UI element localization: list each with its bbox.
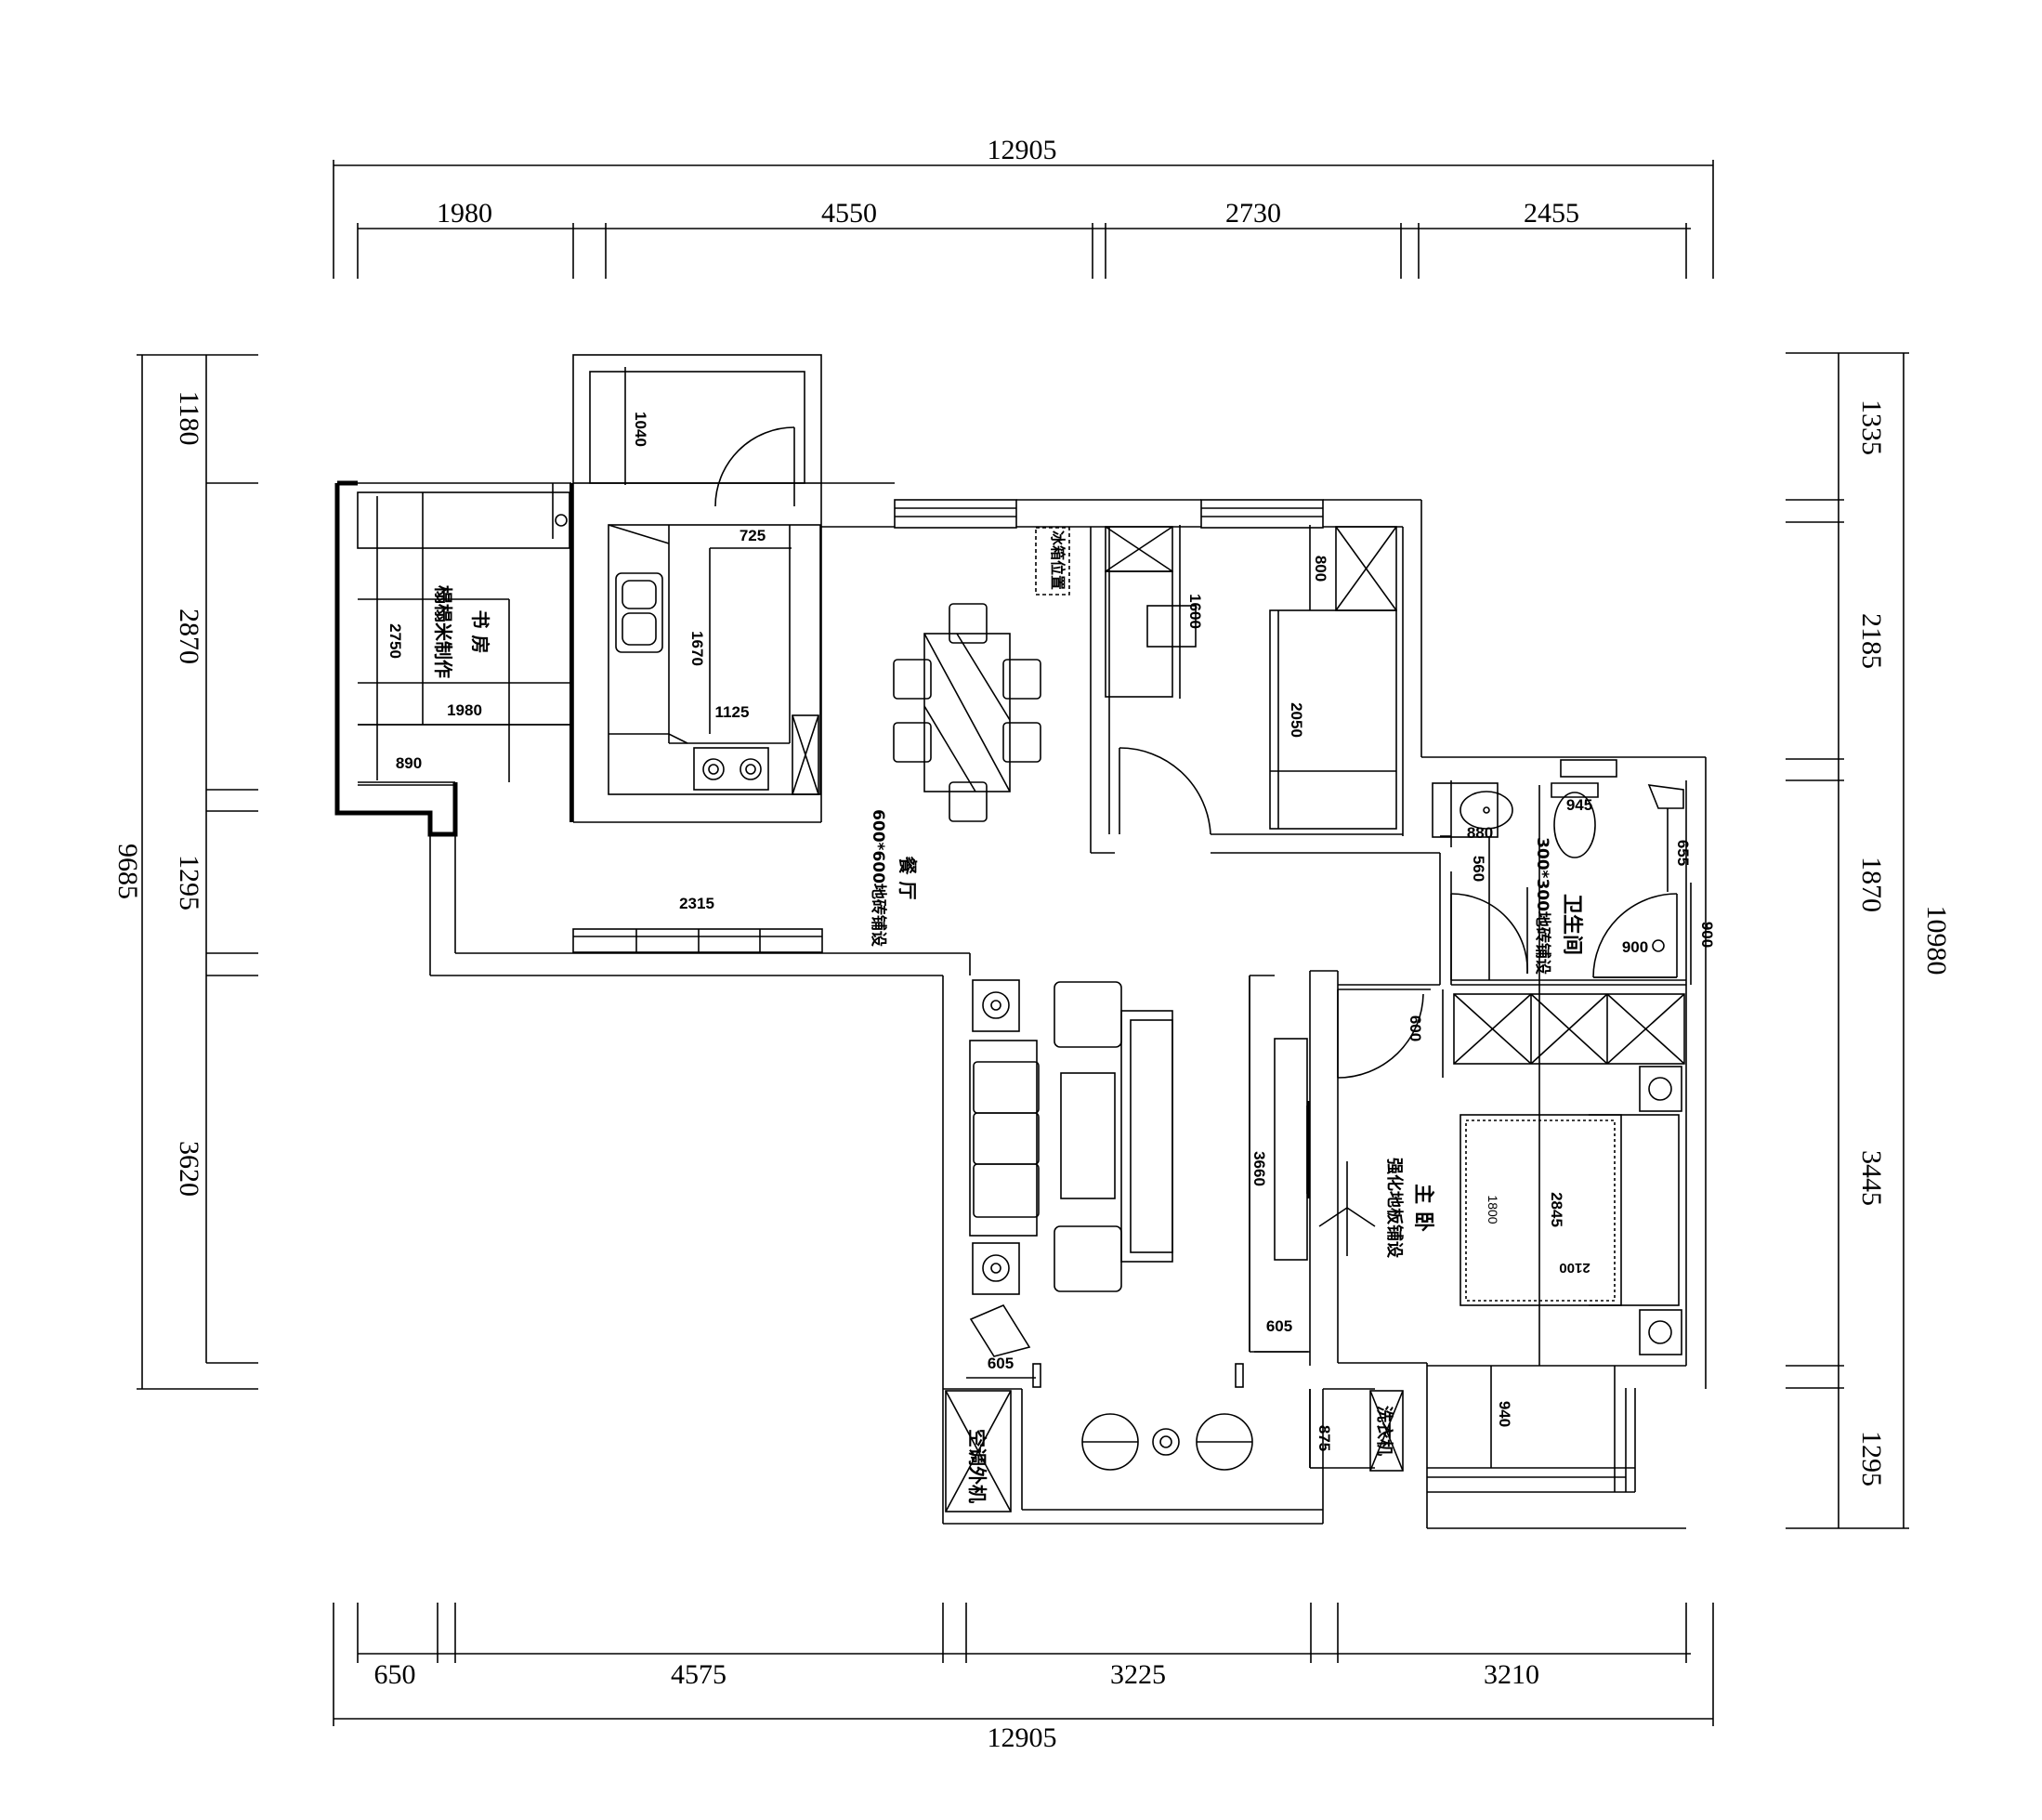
right-dim-5: 1295	[1856, 1431, 1887, 1486]
bathroom-floor: 300*300地砖铺设	[1533, 837, 1552, 975]
bath-dim-900-v: 900	[1698, 922, 1716, 948]
top-dimension-lines	[333, 160, 1714, 279]
bedroom2-furniture	[1105, 526, 1397, 835]
kitchen-layout	[608, 524, 821, 795]
study-name: 书 房	[469, 610, 491, 654]
bath-dim-945: 945	[1566, 796, 1592, 814]
bath-dim-560: 560	[1470, 856, 1487, 882]
bath-dim-880: 880	[1467, 824, 1493, 842]
living-dim-3660: 3660	[1250, 1151, 1268, 1186]
left-dim-2: 2870	[174, 609, 204, 664]
left-overall-dim: 9685	[112, 844, 143, 899]
left-dim-1: 1180	[174, 391, 204, 446]
study-dim-890: 890	[396, 754, 422, 772]
study-note: 榻榻米制作	[432, 585, 454, 678]
kitchen-dim-1670: 1670	[688, 631, 706, 666]
washer-label: 洗衣机	[1374, 1406, 1394, 1456]
bottom-dim-3: 3225	[1110, 1659, 1166, 1690]
fridge-label: 冰箱位置	[1049, 530, 1067, 590]
fridge	[1035, 527, 1070, 596]
internal-dimension-lines	[358, 367, 1692, 1468]
kitchen-dim-725: 725	[740, 527, 766, 544]
bottom-dim-1: 650	[374, 1659, 416, 1690]
living-dim-2315: 2315	[679, 895, 714, 912]
top-dim-2: 4550	[821, 198, 877, 229]
top-overall-dim: 12905	[988, 135, 1057, 165]
right-dim-2: 2185	[1856, 613, 1887, 669]
master-floor: 强化地板铺设	[1384, 1158, 1405, 1258]
master-dim-600: 600	[1407, 1015, 1424, 1041]
door-top-balcony	[714, 426, 795, 507]
balcony-top-dim: 1040	[632, 412, 649, 447]
dining-name: 餐 厅	[897, 857, 919, 900]
outer-dimension-labels: 12905 1980 4550 2730 2455 12905 650 4575…	[112, 135, 1952, 1753]
ac-label: 空调外机	[966, 1429, 988, 1503]
bottom-dim-4: 3210	[1484, 1659, 1539, 1690]
bottom-dim-2: 4575	[671, 1659, 726, 1690]
top-dim-1: 1980	[437, 198, 492, 229]
top-dim-4: 2455	[1524, 198, 1579, 229]
right-dim-1: 1335	[1856, 399, 1887, 455]
master-furniture	[1318, 989, 1685, 1355]
bedroom2-dim-800: 800	[1312, 556, 1329, 582]
right-overall-dim: 10980	[1921, 906, 1952, 975]
dining-floor: 600*600地砖铺设	[869, 809, 888, 947]
left-dim-4: 3620	[174, 1141, 204, 1197]
balcony-dim-875: 875	[1316, 1425, 1333, 1451]
master-dim-1800: 1800	[1486, 1195, 1500, 1224]
master-dim-2845: 2845	[1548, 1192, 1565, 1227]
master-dim-2100: 2100	[1559, 1260, 1590, 1276]
living-dim-605-b: 605	[988, 1355, 1014, 1372]
right-dim-4: 3445	[1856, 1150, 1887, 1206]
bottom-overall-dim: 12905	[988, 1722, 1057, 1753]
bath-dim-900-h: 900	[1622, 938, 1648, 956]
living-dim-605-a: 605	[1266, 1317, 1292, 1335]
left-dim-3: 1295	[174, 855, 204, 910]
bath-dim-655: 655	[1674, 840, 1692, 866]
right-dimension-lines	[1786, 352, 1909, 1529]
study-dim-2750: 2750	[386, 623, 404, 659]
balcony-dim-940: 940	[1496, 1401, 1513, 1427]
bedroom2-dim-1600: 1600	[1186, 594, 1204, 629]
bedroom2-dim-2050: 2050	[1288, 702, 1305, 738]
internal-dimension-labels: 1040 2750 1980 890 725 1670 1125 1600 80…	[386, 412, 1716, 1451]
bottom-dimension-lines	[333, 1603, 1714, 1726]
study-dim-1980: 1980	[447, 701, 482, 719]
room-labels: 书 房 榻榻米制作 冰箱位置 餐 厅 600*600地砖铺设 卫生间 300*3…	[432, 530, 1583, 1503]
bathroom-name: 卫生间	[1560, 894, 1583, 955]
walls	[334, 354, 1707, 1529]
master-name: 主 卧	[1411, 1184, 1434, 1232]
dining-set	[893, 603, 1041, 822]
right-dim-3: 1870	[1856, 857, 1887, 912]
living-furniture	[572, 928, 1310, 1357]
left-dimension-lines	[137, 354, 258, 1390]
bottom-balcony	[945, 1363, 1404, 1512]
top-dim-3: 2730	[1225, 198, 1281, 229]
kitchen-dim-1125: 1125	[715, 703, 750, 721]
